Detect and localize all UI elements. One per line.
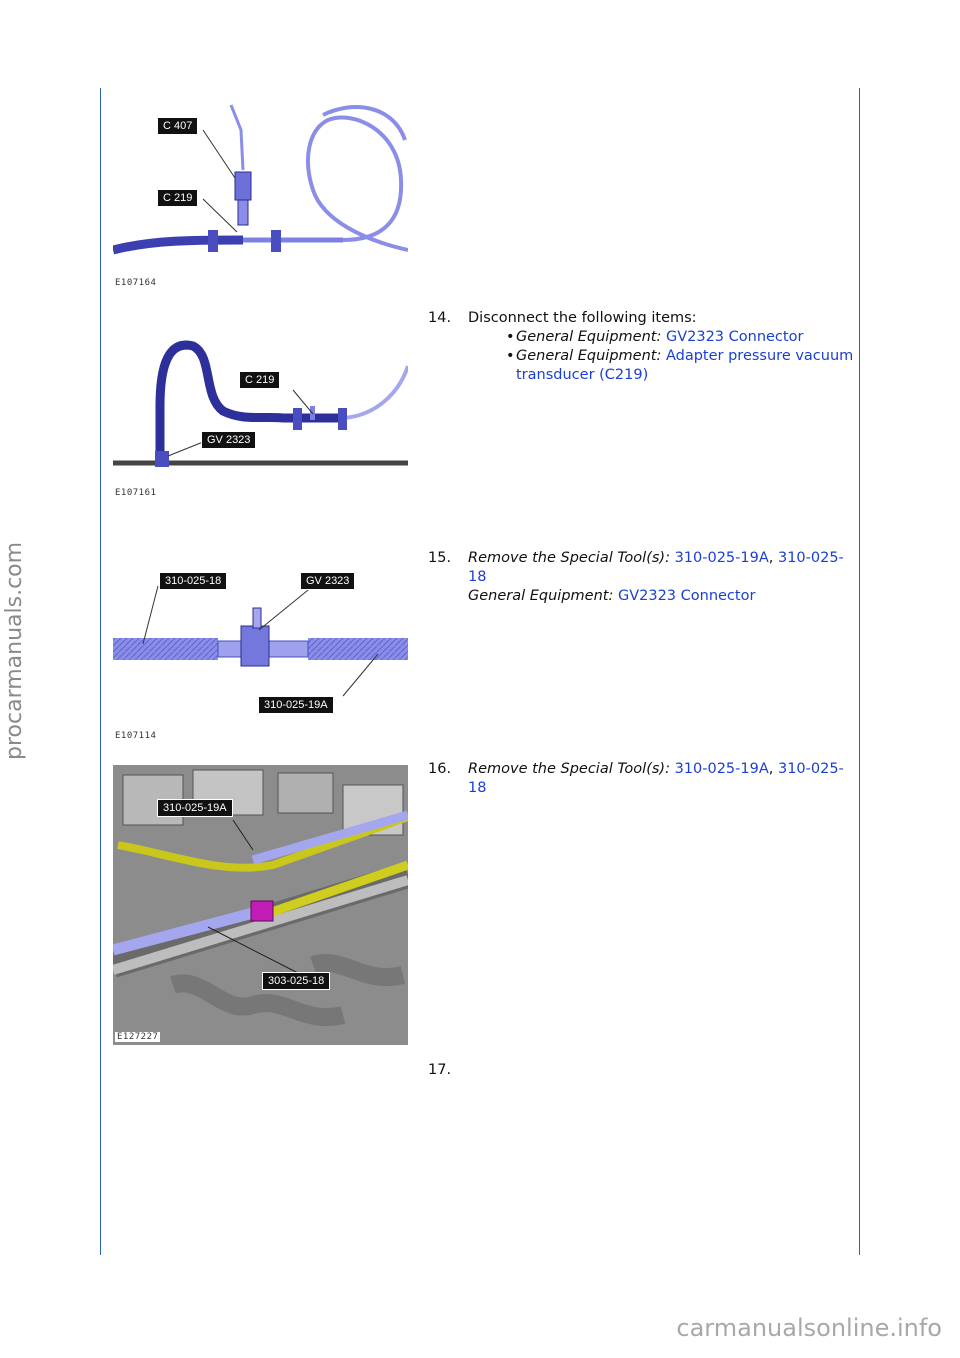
separator: , <box>768 550 774 566</box>
bullet-dot-icon: • <box>506 348 515 364</box>
callout-c219: C 219 <box>157 189 199 207</box>
figure-e127227: 310-025-19A 303-025-18 E127227 <box>113 765 408 1045</box>
callout-gv2323: GV 2323 <box>300 572 356 590</box>
right-margin-rule <box>859 88 860 1255</box>
gv2323-connector-link[interactable]: GV2323 Connector <box>665 329 804 345</box>
step-number: 16. <box>428 761 452 777</box>
bullet-item: • General Equipment: Adapter pressure va… <box>468 347 858 385</box>
gv2323-connector-link[interactable]: GV2323 Connector <box>617 588 756 604</box>
step-label-2: General Equipment: <box>468 588 614 604</box>
figure-e127227-illustration <box>113 765 408 1045</box>
step-line-1: Remove the Special Tool(s): 310-025-19A,… <box>468 549 858 587</box>
tool-310-025-18-link[interactable]: 310-025-18 <box>468 550 844 585</box>
step-body: Disconnect the following items: • Genera… <box>468 309 858 385</box>
figure-id: E107161 <box>115 488 157 498</box>
callout-c407: C 407 <box>157 117 199 135</box>
bottom-watermark: carmanualsonline.info <box>676 1314 942 1342</box>
side-watermark: procarmanuals.com <box>2 541 27 760</box>
step-number: 14. <box>428 310 452 326</box>
bullet-label: General Equipment: <box>516 348 662 364</box>
callout-303-025-18: 303-025-18 <box>262 972 331 990</box>
callout-310-025-19a: 310-025-19A <box>157 799 233 817</box>
callout-c219: C 219 <box>239 371 281 389</box>
figure-e107161-illustration <box>113 340 408 467</box>
step-label: Remove the Special Tool(s): <box>468 761 670 777</box>
bullet-dot-icon: • <box>506 329 515 345</box>
callout-gv2323: GV 2323 <box>201 431 257 449</box>
step-body: Remove the Special Tool(s): 310-025-19A,… <box>468 549 858 606</box>
figure-id: E107114 <box>115 731 157 741</box>
figure-id: E107164 <box>115 278 157 288</box>
figure-id: E127227 <box>115 1032 161 1042</box>
tool-310-025-19a-link[interactable]: 310-025-19A <box>674 761 769 777</box>
tool-310-025-19a-link[interactable]: 310-025-19A <box>674 550 769 566</box>
callout-310-025-18: 310-025-18 <box>159 572 228 590</box>
bullet-label: General Equipment: <box>516 329 662 345</box>
figure-e107114: 310-025-18 GV 2323 310-025-19A E107114 <box>113 556 408 742</box>
figure-e107164: C 407 C 219 E107164 <box>113 100 408 290</box>
step-label: Remove the Special Tool(s): <box>468 550 670 566</box>
step-number: 15. <box>428 550 452 566</box>
bullet-item: • General Equipment: GV2323 Connector <box>468 328 858 347</box>
separator: , <box>768 761 774 777</box>
step-text: Disconnect the following items: <box>468 310 697 326</box>
left-margin-rule <box>100 88 101 1255</box>
tool-310-025-18-link[interactable]: 310-025-18 <box>468 761 844 796</box>
callout-310-025-19a: 310-025-19A <box>258 696 334 714</box>
adapter-pressure-link[interactable]: Adapter pressure vacuum transducer (C219… <box>516 348 854 383</box>
figure-e107164-illustration <box>113 104 408 255</box>
step-body: Remove the Special Tool(s): 310-025-19A,… <box>468 760 858 798</box>
figure-e107161: C 219 GV 2323 E107161 <box>113 336 408 506</box>
figure-e107114-illustration <box>113 585 408 697</box>
step-number: 17. <box>428 1062 452 1078</box>
step-line-2: General Equipment: GV2323 Connector <box>468 587 858 606</box>
